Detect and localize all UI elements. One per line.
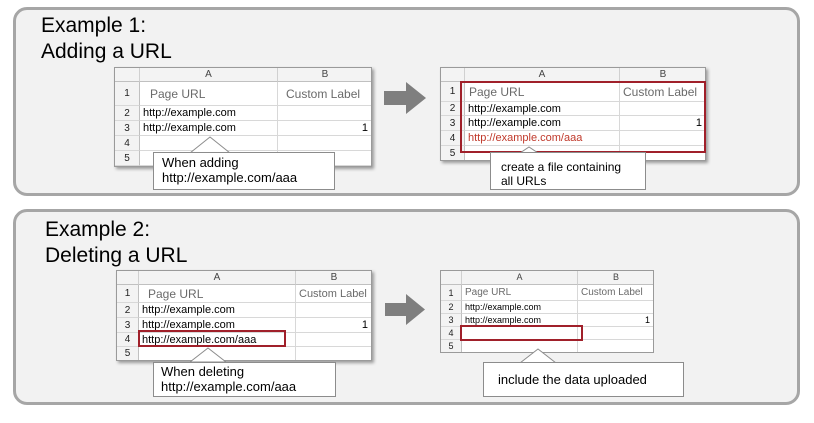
row-header-5: 5 [441,146,465,160]
cell-a1: Page URL [139,285,296,303]
row-header-1: 1 [115,82,140,106]
example-2-title-line2: Deleting a URL [45,244,188,267]
cell-b3: 1 [578,314,653,327]
column-header-a: A [462,271,578,285]
example-1-before-sheet: A B 1 2 3 4 5 Page URL Custom Label http… [114,67,372,167]
cell-a2: http://example.com [462,301,578,314]
deleted-row-highlight [138,330,286,347]
cell-b4 [620,131,705,146]
column-header-a: A [139,271,296,285]
cell-b1: Custom Label [620,82,705,102]
column-header-a: A [465,68,620,82]
removed-row-highlight [460,325,583,341]
example-2-before-sheet: A B 1 2 3 4 5 Page URL Custom Label http… [116,270,372,361]
cell-b2 [296,303,371,318]
example-1-note: create a file containing all URLs [490,152,646,190]
cell-a2: http://example.com [140,106,278,121]
cell-b1: Custom Label [278,82,371,106]
row-header-5: 5 [117,347,139,360]
cell-a2: http://example.com [465,102,620,116]
cell-a5 [462,340,578,352]
note-line-2: all URLs [501,174,547,188]
example-2-note: include the data uploaded [483,362,684,397]
cell-a5 [139,347,296,360]
row-header-4: 4 [441,327,462,340]
row-header-4: 4 [115,136,140,151]
callout-line-1: When deleting [161,364,245,379]
callout-line-2: http://example.com/aaa [162,170,298,185]
row-header-2: 2 [117,303,139,318]
corner-header [441,68,465,82]
cell-b1: Custom Label [578,285,653,301]
example-2-subtitle: Deleting a URL [45,242,187,269]
cell-b3: 1 [296,318,371,333]
cell-b5 [296,347,371,360]
cell-a2: http://example.com [139,303,296,318]
right-arrow-icon [384,82,426,114]
row-header-1: 1 [441,82,465,102]
cell-a1: Page URL [462,285,578,301]
column-header-b: B [620,68,705,82]
row-header-5: 5 [441,340,462,352]
column-header-b: B [278,68,371,82]
cell-b3: 1 [620,116,705,131]
cell-b2 [620,102,705,116]
column-header-a: A [140,68,278,82]
cell-b4 [578,327,653,340]
row-header-4: 4 [117,333,139,347]
row-header-3: 3 [117,318,139,333]
row-header-3: 3 [115,121,140,136]
note-line-1: include the data uploaded [498,372,647,387]
row-header-5: 5 [115,151,140,166]
cell-b2 [578,301,653,314]
cell-a1: Page URL [140,82,278,106]
cell-b1: Custom Label [296,285,371,303]
row-header-2: 2 [115,106,140,121]
note-line-1: create a file containing [501,160,622,174]
column-header-b: B [578,271,653,285]
cell-a3: http://example.com [465,116,620,131]
cell-a1: Page URL [465,82,620,102]
example-2-title-line1: Example 2: [45,218,151,241]
cell-b5 [578,340,653,352]
example-1-title-line1: Example 1: [41,14,147,37]
cell-a3: http://example.com [139,318,296,333]
callout-pointer [190,347,226,363]
row-header-3: 3 [441,116,465,131]
example-2-callout: When deleting http://example.com/aaa [153,362,336,397]
cell-a4-added: http://example.com/aaa [465,131,620,146]
example-1-subtitle: Adding a URL [41,38,172,65]
cell-b4 [296,333,371,347]
all-urls-highlight [460,81,706,153]
callout-line-2: http://example.com/aaa [161,379,297,394]
example-1-title-line2: Adding a URL [41,40,172,63]
example-2-title: Example 2: [45,216,150,243]
right-arrow-icon [385,294,425,325]
column-header-b: B [296,271,371,285]
cell-b4 [278,136,371,151]
row-header-1: 1 [441,285,462,301]
row-header-2: 2 [441,301,462,314]
corner-header [441,271,462,285]
row-header-2: 2 [441,102,465,116]
cell-b2 [278,106,371,121]
cell-a3: http://example.com [140,121,278,136]
corner-header [115,68,140,82]
row-header-1: 1 [117,285,139,303]
row-header-4: 4 [441,131,465,146]
corner-header [117,271,139,285]
example-1-title: Example 1: [41,12,146,39]
callout-line-1: When adding [162,155,239,170]
cell-b3: 1 [278,121,371,136]
row-header-3: 3 [441,314,462,327]
example-1-callout: When adding http://example.com/aaa [153,152,335,190]
